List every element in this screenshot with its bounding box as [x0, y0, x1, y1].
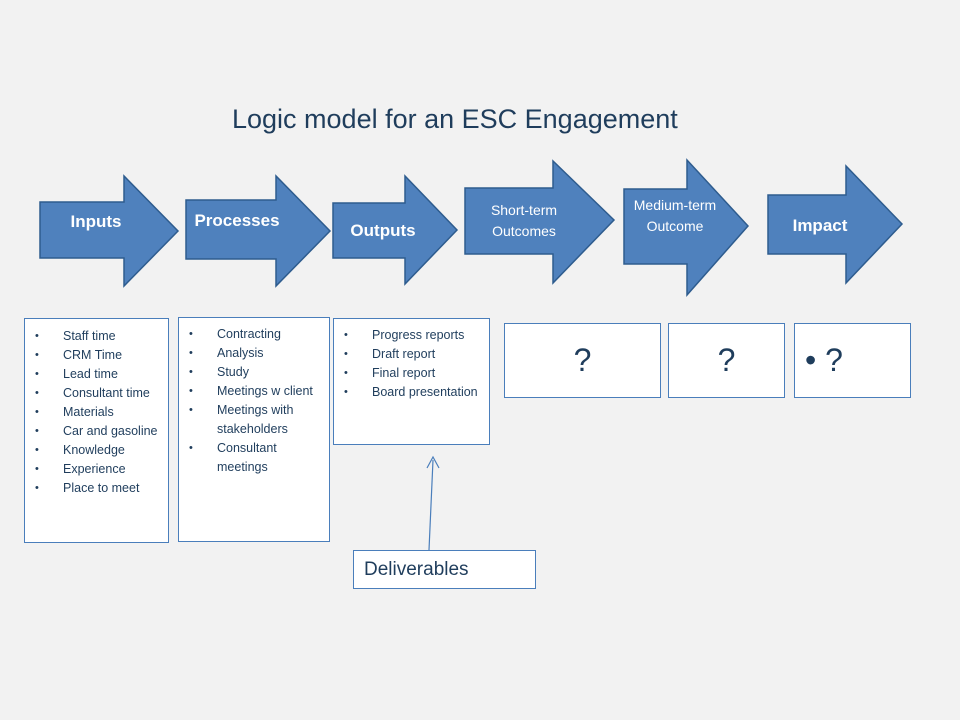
outputs-arrow	[332, 174, 459, 286]
impact-arrow	[767, 164, 904, 285]
medium-term-outcome-value: ?	[717, 342, 736, 378]
list-item: Consultant meetings	[179, 439, 329, 477]
list-item: Consultant time	[25, 384, 168, 403]
processes-arrow-label: Processes	[194, 211, 280, 230]
inputs-arrow-label: Inputs	[70, 212, 122, 231]
short-term-outcome-value: ?	[573, 342, 592, 378]
short-term-arrow-label: Short-term Outcomes	[490, 202, 558, 239]
inputs-arrow	[39, 174, 180, 288]
list-item: Progress reports	[334, 326, 489, 345]
list-item: Final report	[334, 364, 489, 383]
list-item: Study	[179, 363, 329, 382]
impact-arrow-label: Impact	[792, 216, 848, 235]
medium-term-arrow	[623, 158, 750, 297]
page-title: Logic model for an ESC Engagement	[232, 104, 678, 134]
list-item: Meetings with stakeholders	[179, 401, 329, 439]
inputs-list: Staff timeCRM TimeLead timeConsultant ti…	[25, 327, 168, 498]
list-item: Analysis	[179, 344, 329, 363]
list-item: Board presentation	[334, 383, 489, 402]
processes-list-box: ContractingAnalysisStudyMeetings w clien…	[178, 317, 330, 542]
list-item: Materials	[25, 403, 168, 422]
impact-value: • ?	[805, 342, 843, 378]
list-item: Car and gasoline	[25, 422, 168, 441]
outputs-list: Progress reportsDraft reportFinal report…	[334, 326, 489, 402]
short-term-outcome-box: ?	[504, 323, 661, 398]
medium-term-arrow-label: Medium-term Outcome	[633, 197, 717, 234]
list-item: Staff time	[25, 327, 168, 346]
medium-term-outcome-box: ?	[668, 323, 785, 398]
processes-arrow	[185, 174, 332, 288]
list-item: Experience	[25, 460, 168, 479]
outputs-list-box: Progress reportsDraft reportFinal report…	[333, 318, 490, 445]
list-item: Draft report	[334, 345, 489, 364]
connector-arrowhead-icon	[426, 455, 440, 469]
short-term-arrow	[464, 159, 616, 285]
list-item: Lead time	[25, 365, 168, 384]
list-item: Meetings w client	[179, 382, 329, 401]
deliverables-label: Deliverables	[353, 550, 536, 589]
inputs-list-box: Staff timeCRM TimeLead timeConsultant ti…	[24, 318, 169, 543]
deliverables-connector	[428, 459, 434, 551]
list-item: Contracting	[179, 325, 329, 344]
list-item: Knowledge	[25, 441, 168, 460]
processes-list: ContractingAnalysisStudyMeetings w clien…	[179, 325, 329, 477]
impact-box: • ?	[794, 323, 911, 398]
list-item: CRM Time	[25, 346, 168, 365]
outputs-arrow-label: Outputs	[350, 221, 416, 240]
list-item: Place to meet	[25, 479, 168, 498]
